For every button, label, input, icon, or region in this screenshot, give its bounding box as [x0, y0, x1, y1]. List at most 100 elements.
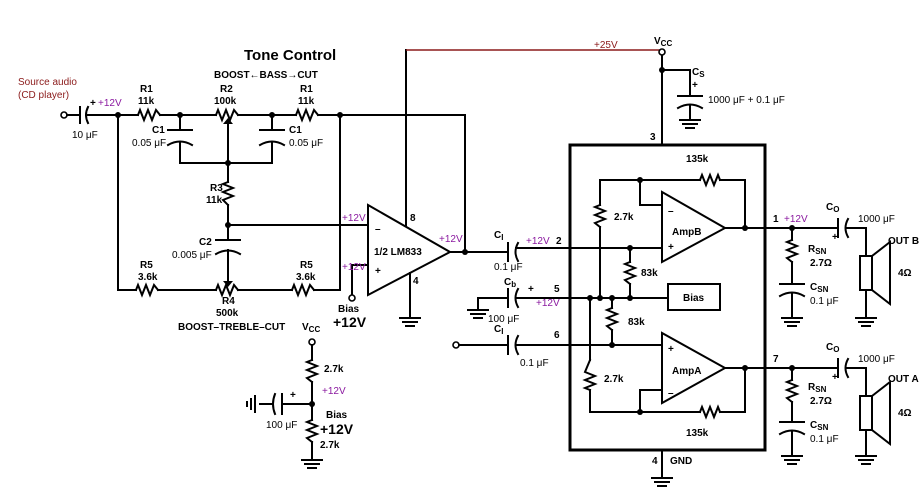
bias-divider	[246, 338, 323, 469]
pin7-label: 7	[773, 354, 779, 365]
pin5-label: 5	[554, 284, 560, 295]
resistor-r1-right	[294, 107, 320, 123]
r1-right-name: R1	[300, 84, 313, 95]
capacitor-cb	[467, 287, 529, 319]
speaker-a-ohms: 4Ω	[898, 408, 912, 419]
speaker-a-icon	[859, 379, 891, 447]
resistor-r3	[220, 180, 236, 207]
capacitor-c2	[214, 239, 242, 256]
rsn-a-value: 2.7Ω	[810, 396, 832, 407]
co-b-value: 1000 μF	[858, 214, 895, 225]
r5-left-name: R5	[140, 260, 153, 271]
amp-b-plus: +	[668, 242, 674, 253]
input-capacitor	[66, 105, 119, 125]
capacitor-c1-left	[166, 129, 194, 147]
amp-b	[527, 172, 801, 299]
rsn-a-name: RSN	[808, 382, 827, 394]
out-b-node	[789, 225, 795, 231]
opamp-bias-label: Bias	[338, 304, 360, 315]
ci-a-value: 0.1 μF	[520, 358, 549, 369]
ground-icon	[679, 119, 701, 129]
output-a-network	[778, 357, 877, 465]
supply-rail	[406, 49, 691, 146]
co-b-plus: +	[832, 232, 838, 243]
internal-bias-network	[519, 247, 669, 361]
capacitor-ci-a	[452, 334, 529, 356]
csn-a-name: CSN	[810, 420, 829, 432]
r2-value: 100k	[214, 96, 237, 107]
amp-a-minus: –	[668, 388, 674, 399]
opamp-pin4: 4	[413, 276, 419, 287]
opamp-label: 1/2 LM833	[374, 247, 422, 258]
tone-network-junctions	[115, 112, 343, 228]
csn-b-value: 0.1 μF	[810, 296, 839, 307]
potentiometer-r4	[214, 281, 240, 298]
r1-left-value: 11k	[138, 96, 155, 107]
ci-a-name: CI	[494, 324, 503, 336]
bass-control-label: BOOST←BASS→CUT	[214, 70, 318, 81]
cs-value: 1000 μF + 0.1 μF	[708, 95, 785, 106]
r3-name: R3	[210, 183, 223, 194]
out-a-label: OUT A	[888, 374, 919, 385]
amp-b-r135k: 135k	[686, 154, 709, 165]
gnd-label: GND	[670, 456, 692, 467]
rsn-b-value: 2.7Ω	[810, 258, 832, 269]
csn-a-value: 0.1 μF	[810, 434, 839, 445]
amp-b-out-node	[742, 225, 748, 231]
opamp-plus-bias: +12V	[342, 262, 366, 273]
r5-left-value: 3.6k	[138, 272, 158, 283]
ci-b-bias: +12V	[526, 236, 550, 247]
bias-divider-node	[309, 401, 315, 407]
r83k-bottom: 83k	[628, 317, 645, 328]
amp-a-label: AmpA	[672, 366, 701, 377]
opamp-pin8: 8	[410, 213, 416, 224]
bias-node-b	[597, 295, 603, 301]
c2-name: C2	[199, 237, 212, 248]
opamp-plus: +	[375, 266, 381, 277]
capacitor-ci-b	[464, 241, 529, 263]
source-label-line2: (CD player)	[18, 90, 69, 101]
bias-r-top: 2.7k	[324, 364, 344, 375]
supply-plus25: +25V	[594, 40, 618, 51]
cb-name: Cb	[504, 277, 516, 289]
opamp-minus-bias: +12V	[342, 213, 366, 224]
co-a-name: CO	[826, 342, 839, 354]
pin4-label: 4	[652, 456, 658, 467]
bias-r-bottom: 2.7k	[320, 440, 340, 451]
capacitor-cs	[676, 95, 704, 110]
out-b-label: OUT B	[888, 236, 919, 247]
amp-a	[527, 331, 801, 420]
c2-value: 0.005 μF	[172, 250, 212, 261]
cs-plus: +	[692, 80, 698, 91]
resistor-r5-left	[134, 282, 160, 298]
bias-cap-value: 100 μF	[266, 420, 297, 431]
amp-a-fb-node	[637, 409, 643, 415]
amp-b-minus: –	[668, 206, 674, 217]
r3-value: 11k	[206, 195, 223, 206]
c1-right-value: 0.05 μF	[289, 138, 323, 149]
ground-icon	[399, 317, 421, 327]
opamp-bias-voltage: +12V	[333, 314, 367, 330]
bias-box	[667, 283, 721, 311]
input-bias-voltage: +12V	[98, 98, 122, 109]
r1-right-value: 11k	[298, 96, 315, 107]
amp-a-r135k: 135k	[686, 428, 709, 439]
ci-b-value: 0.1 μF	[494, 262, 523, 273]
cb-value: 100 μF	[488, 314, 519, 325]
co-b-name: CO	[826, 202, 839, 214]
r1-left-name: R1	[140, 84, 153, 95]
bias-node-big-voltage: +12V	[320, 421, 354, 437]
c1-right-name: C1	[289, 125, 302, 136]
treble-control-label: BOOST–TREBLE–CUT	[178, 322, 285, 333]
vcc-label: VCC	[654, 36, 672, 48]
co-a-plus: +	[832, 372, 838, 383]
resistor-r5-right	[290, 282, 316, 298]
capacitor-c1-right	[258, 129, 286, 147]
rsn-b-name: RSN	[808, 244, 827, 256]
csn-b-name: CSN	[810, 282, 829, 294]
r5-right-name: R5	[300, 260, 313, 271]
amp-a-plus: +	[668, 344, 674, 355]
bias-cap-plus: +	[290, 390, 296, 401]
amp-a-r27k: 2.7k	[604, 374, 624, 385]
